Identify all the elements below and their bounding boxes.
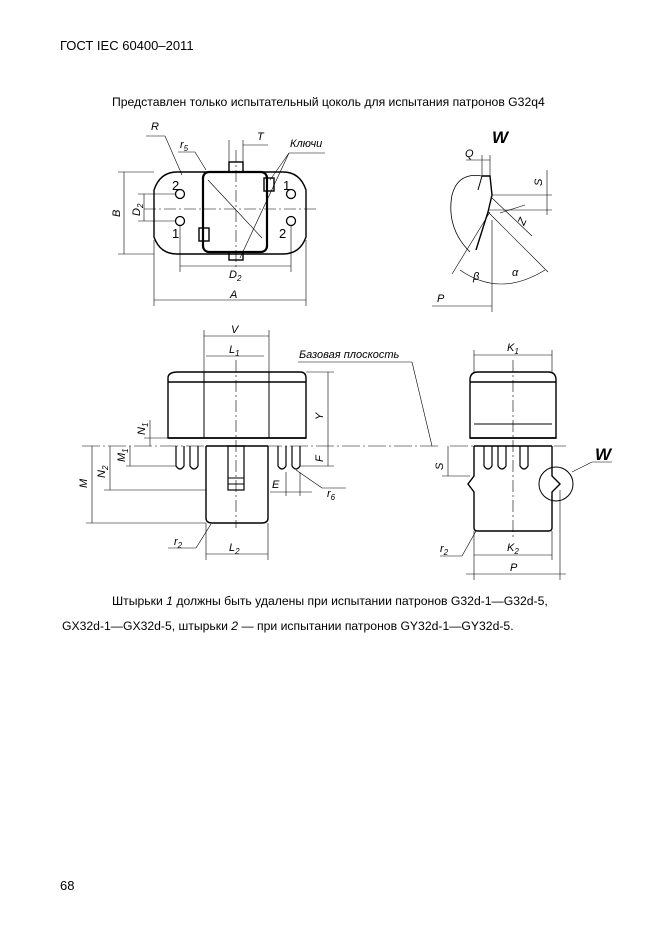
label-B: B [111, 210, 123, 217]
pin-label-1-right: 1 [283, 178, 290, 193]
note-line-2: GX32d-1—GX32d-5, штырьки 2 — при испытан… [62, 619, 514, 633]
note-line-1: Штырьки 1 должны быть удалены при испыта… [112, 594, 548, 608]
label-Q: Q [465, 148, 474, 160]
label-W-detail: W [492, 128, 510, 147]
document-header: ГОСТ IEC 60400–2011 [60, 38, 194, 53]
label-T: T [257, 131, 265, 143]
label-M: M [78, 478, 90, 488]
label-A: A [229, 289, 237, 301]
pin-label-2-left: 2 [172, 178, 179, 193]
label-K2: K2 [507, 542, 519, 556]
label-Y: Y [314, 412, 326, 420]
label-V: V [231, 324, 240, 336]
label-E: E [272, 479, 280, 491]
label-D2: D2 [229, 269, 242, 283]
note-text: Штырьки 1 должны быть удалены при испыта… [62, 589, 618, 639]
figure-caption: Представлен только испытательный цоколь … [112, 95, 545, 109]
label-F: F [314, 454, 326, 462]
label-r2-front: r2 [174, 536, 183, 550]
label-r5: r5 [180, 139, 189, 153]
label-W-side: W [595, 445, 613, 464]
label-beta: β [472, 271, 480, 283]
label-S-side: S [434, 462, 446, 470]
top-view [118, 135, 325, 306]
label-K1: K1 [507, 342, 519, 356]
pin-label-1-left: 1 [172, 226, 179, 241]
label-R: R [151, 121, 159, 133]
label-base-plane: Базовая плоскость [299, 349, 400, 361]
label-S-detail: S [533, 178, 545, 186]
detail-W [432, 155, 552, 312]
label-Z: Z [515, 215, 530, 228]
label-M1: M1 [116, 448, 130, 462]
label-L2: L2 [229, 542, 240, 556]
side-view [440, 350, 612, 580]
label-keys: Ключи [290, 138, 322, 150]
page-number: 68 [60, 878, 75, 893]
label-P-detail: P [437, 293, 445, 305]
label-N1: N1 [136, 423, 150, 435]
label-L1: L1 [229, 344, 240, 358]
pin-label-2-right: 2 [279, 226, 286, 241]
label-r6: r6 [327, 488, 336, 502]
label-N2: N2 [96, 465, 110, 478]
front-view [82, 330, 440, 560]
label-D2-vertical: D2 [131, 203, 145, 216]
label-alpha: α [512, 267, 519, 279]
label-P-side: P [510, 562, 518, 574]
label-r2-side: r2 [440, 543, 449, 557]
